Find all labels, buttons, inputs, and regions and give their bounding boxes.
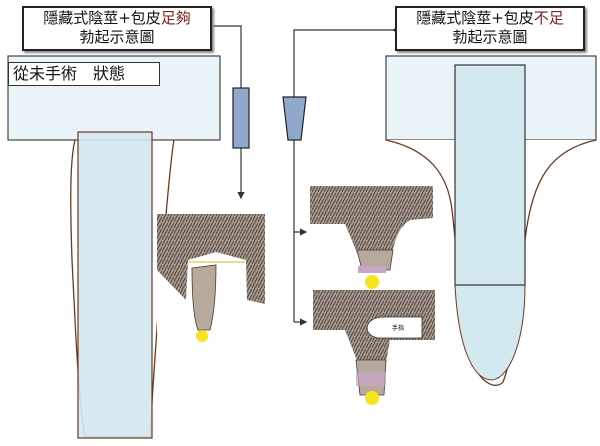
right-diagram [385,55,597,386]
right-device [282,96,307,141]
left-shaft [77,131,153,439]
state-label: 從未手術 狀態 [8,62,160,86]
right-title-line2: 勃起示意圖 [452,28,528,46]
left-diagram [7,55,221,439]
photo-top-right [310,186,433,289]
right-shaft [454,64,526,286]
right-title-box: 隱藏式陰莖+包皮不足 勃起示意圖 [395,6,585,51]
yellow-marker [365,275,379,289]
left-title-box: 隱藏式陰莖+包皮足夠 勃起示意圖 [22,6,212,51]
connectors [204,22,399,326]
left-title-highlight: 足夠 [160,9,191,27]
finger-shape [366,316,423,339]
right-title-prefix: 隱藏式陰莖+包皮 [416,9,534,27]
left-title-line2: 勃起示意圖 [79,28,155,46]
yellow-marker [196,330,208,342]
finger-label: 手指 [392,325,405,332]
right-glans [454,284,526,381]
right-title-highlight: 不足 [533,9,564,27]
left-device [232,87,250,149]
left-title-prefix: 隱藏式陰莖+包皮 [43,9,161,27]
photo-bottom-right [313,290,435,405]
yellow-marker [365,391,379,405]
right-connector [293,26,399,322]
photo-top-left [157,214,265,342]
